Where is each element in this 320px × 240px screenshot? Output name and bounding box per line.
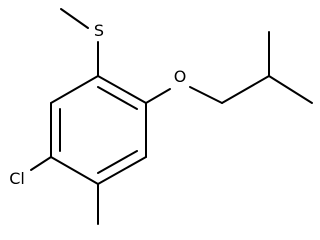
sulfur-atom-label: S — [94, 21, 104, 40]
ring-bond-c3-c4 — [97, 156, 147, 185]
ring-double-bond-c3-c4 — [97, 150, 138, 174]
ring-bond-c1-c2 — [97, 75, 147, 104]
bond-sulfur-methyl — [60, 8, 89, 29]
bond-ring-chlorine — [30, 156, 52, 171]
bond-ch-methyl-right — [268, 75, 313, 104]
chemical-structure: S O Cl — [9, 8, 313, 225]
chlorine-atom-label: Cl — [9, 169, 25, 188]
bond-oxygen-ch2 — [189, 86, 223, 104]
oxygen-atom-label: O — [174, 67, 187, 86]
ring-double-bond-c1-c2 — [97, 86, 138, 110]
ring-bond-c4-c5 — [50, 156, 99, 185]
bond-ring-oxygen — [145, 88, 171, 104]
ring-bond-c6-c1 — [50, 75, 99, 104]
bond-ch2-ch — [221, 75, 270, 104]
